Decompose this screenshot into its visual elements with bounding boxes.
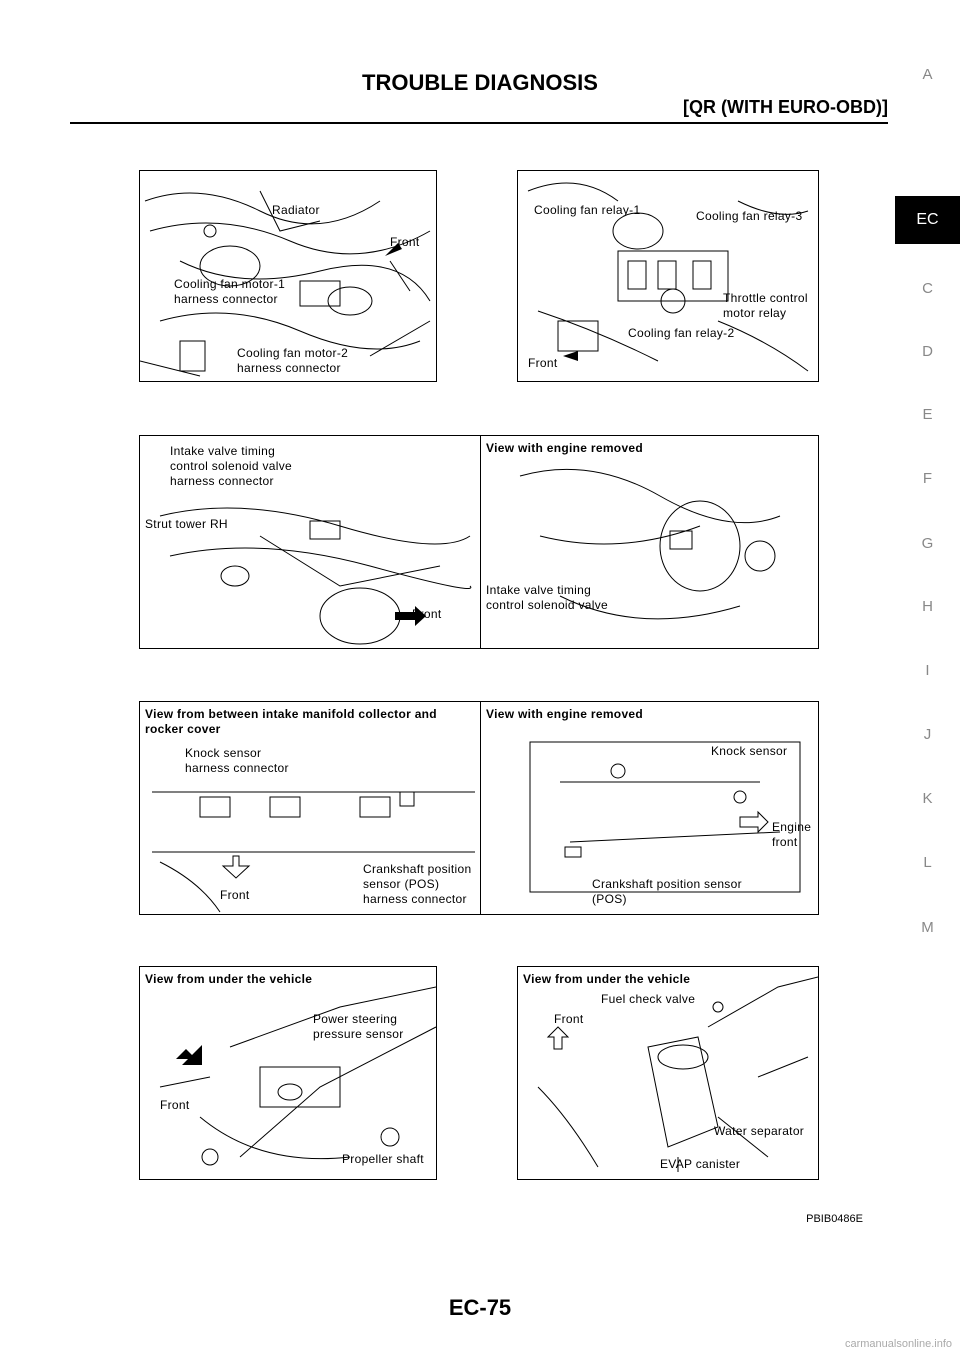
label-relay-1: Cooling fan relay-1 bbox=[534, 203, 641, 217]
page-subtitle: [QR (WITH EURO-OBD)] bbox=[683, 97, 888, 117]
label-view-under: View from under the vehicle bbox=[145, 972, 313, 986]
label-throttle-relay: Throttle control motor relay bbox=[723, 291, 808, 320]
header-rule bbox=[70, 122, 888, 124]
label-view-engine-removed: View with engine removed bbox=[486, 441, 644, 455]
label-crank-harness: Crankshaft position sensor (POS) harness… bbox=[363, 862, 472, 906]
label-radiator: Radiator bbox=[272, 203, 320, 217]
label-crank-sensor: Crankshaft position sensor (POS) bbox=[592, 877, 742, 906]
label-engine-front: Engine front bbox=[772, 820, 812, 849]
front-arrow-icon bbox=[176, 1045, 202, 1065]
front-arrow-icon bbox=[221, 855, 251, 879]
page-number: EC-75 bbox=[448, 1295, 512, 1320]
tab-a[interactable]: A bbox=[922, 66, 933, 83]
tab-i[interactable]: I bbox=[925, 662, 930, 679]
label-view-between: View from between intake manifold collec… bbox=[145, 707, 437, 736]
tab-k[interactable]: K bbox=[922, 790, 933, 807]
label-view-under: View from under the vehicle bbox=[523, 972, 691, 986]
front-arrow-icon bbox=[546, 1026, 570, 1050]
footer-watermark[interactable]: carmanualsonline.info bbox=[844, 1338, 952, 1350]
label-water-separator: Water separator bbox=[714, 1124, 805, 1138]
figure-cooling-fan-motors: Radiator Front Cooling fan motor-1 harne… bbox=[139, 170, 437, 382]
knock-sensor-illustration bbox=[152, 741, 801, 913]
engine-bay-illustration bbox=[140, 190, 431, 377]
tab-m[interactable]: M bbox=[921, 919, 934, 936]
label-front: Front bbox=[528, 356, 558, 370]
figure-cooling-fan-relays: Cooling fan relay-1 Cooling fan relay-3 … bbox=[517, 170, 819, 382]
label-front: Front bbox=[554, 1012, 584, 1026]
tab-f[interactable]: F bbox=[922, 470, 933, 487]
label-ivt-valve: Intake valve timing control solenoid val… bbox=[486, 583, 609, 612]
label-ps-sensor: Power steering pressure sensor bbox=[313, 1012, 404, 1041]
intake-valve-illustration bbox=[159, 468, 781, 645]
label-relay-3: Cooling fan relay-3 bbox=[696, 209, 803, 223]
tab-ec[interactable]: EC bbox=[895, 196, 960, 244]
tab-j[interactable]: J bbox=[923, 726, 932, 743]
label-front: Front bbox=[412, 607, 442, 621]
figure-intake-valve-timing: Intake valve timing control solenoid val… bbox=[139, 435, 819, 649]
label-front: Front bbox=[160, 1098, 190, 1112]
label-view-engine-removed: View with engine removed bbox=[486, 707, 644, 721]
tab-e[interactable]: E bbox=[922, 406, 933, 423]
label-fuel-check-valve: Fuel check valve bbox=[601, 992, 696, 1006]
label-propeller-shaft: Propeller shaft bbox=[342, 1152, 424, 1166]
engine-front-arrow-icon bbox=[739, 810, 769, 834]
figure-evap-canister: View from under the vehicle Fuel check v… bbox=[517, 966, 819, 1180]
figure-power-steering: View from under the vehicle Power steeri… bbox=[139, 966, 437, 1180]
front-arrow-icon bbox=[563, 351, 578, 361]
front-arrow-icon bbox=[395, 606, 426, 626]
label-front: Front bbox=[390, 235, 420, 249]
label-relay-2: Cooling fan relay-2 bbox=[628, 326, 735, 340]
label-knock-harness: Knock sensor harness connector bbox=[185, 746, 289, 775]
label-strut-tower: Strut tower RH bbox=[145, 517, 228, 531]
figure-knock-crankshaft: View from between intake manifold collec… bbox=[139, 701, 819, 915]
relay-box-illustration bbox=[527, 182, 809, 372]
label-fan-motor-1: Cooling fan motor-1 harness connector bbox=[174, 277, 286, 306]
label-knock-sensor: Knock sensor bbox=[711, 744, 788, 758]
evap-canister-illustration bbox=[537, 976, 818, 1172]
tab-g[interactable]: G bbox=[921, 535, 934, 552]
under-vehicle-illustration bbox=[159, 986, 436, 1166]
tab-d[interactable]: D bbox=[922, 343, 933, 360]
label-front: Front bbox=[220, 888, 250, 902]
front-arrow-icon bbox=[385, 243, 402, 256]
tab-c[interactable]: C bbox=[922, 280, 933, 297]
label-ivt-harness: Intake valve timing control solenoid val… bbox=[170, 444, 293, 488]
tab-l[interactable]: L bbox=[923, 854, 932, 871]
panel-divider bbox=[480, 702, 481, 914]
page-title: TROUBLE DIAGNOSIS bbox=[362, 70, 598, 95]
label-evap-canister: EVAP canister bbox=[660, 1157, 741, 1171]
figure-code: PBIB0486E bbox=[806, 1213, 863, 1225]
tab-h[interactable]: H bbox=[922, 598, 933, 615]
label-fan-motor-2: Cooling fan motor-2 harness connector bbox=[237, 346, 349, 375]
panel-divider bbox=[480, 436, 481, 648]
